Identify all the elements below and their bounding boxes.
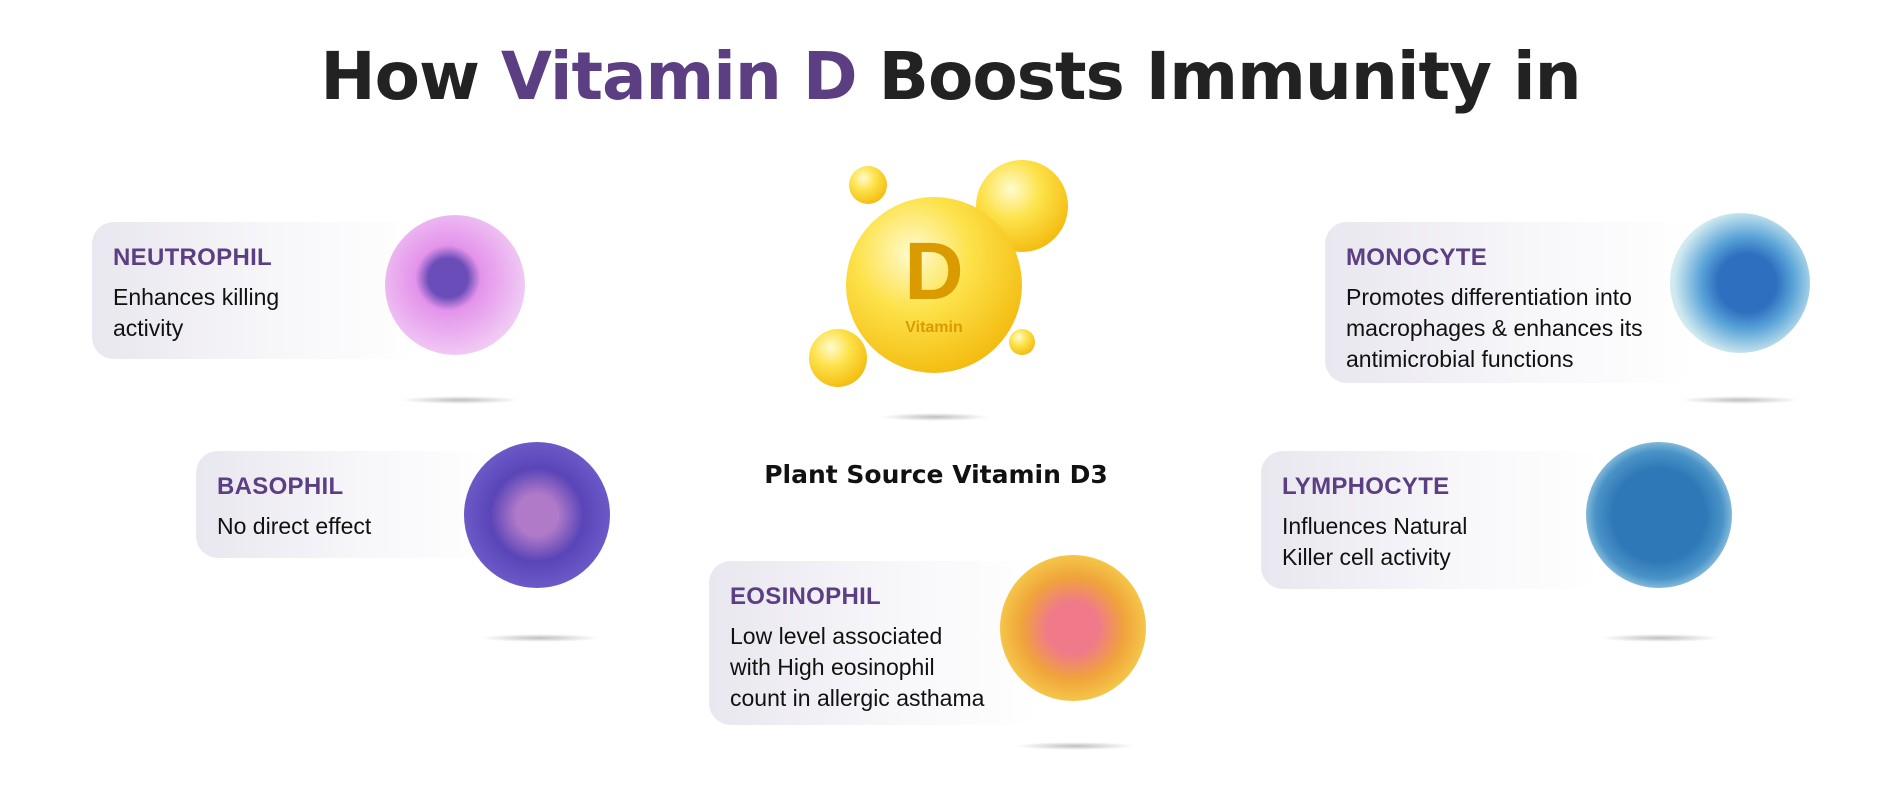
- ball-letter: D: [904, 226, 964, 317]
- ball-word: Vitamin: [905, 319, 963, 336]
- vitamin-d-ball-icon: D Vitamin: [846, 197, 1022, 373]
- cell-description: Influences Natural Killer cell activity: [1282, 513, 1468, 570]
- source-label: Plant Source Vitamin D3: [764, 460, 1108, 489]
- cell-label: NEUTROPHIL: [113, 244, 272, 271]
- neutrophil-cell-icon: [385, 215, 525, 355]
- lymphocyte-card: LYMPHOCYTE Influences Natural Killer cel…: [1261, 451, 1601, 589]
- title-highlight: Vitamin D: [500, 38, 858, 115]
- cell-shadow: [1015, 742, 1135, 750]
- small-ball-icon: [1009, 329, 1035, 355]
- cell-shadow: [1680, 396, 1800, 404]
- monocyte-cell-icon: [1670, 213, 1810, 353]
- cell-description: Promotes differentiation into macrophage…: [1346, 284, 1643, 372]
- cell-description: No direct effect: [217, 513, 372, 539]
- monocyte-card: MONOCYTE Promotes differentiation into m…: [1325, 222, 1695, 383]
- ball-shadow: [880, 413, 990, 421]
- small-ball-icon: [849, 166, 887, 204]
- title-suffix: Boosts Immunity in: [856, 38, 1582, 115]
- lymphocyte-cell-icon: [1586, 442, 1732, 588]
- neutrophil-card: NEUTROPHIL Enhances killing activity: [92, 222, 422, 359]
- basophil-cell-icon: [464, 442, 610, 588]
- cell-shadow: [400, 396, 520, 404]
- cell-shadow: [1600, 634, 1720, 642]
- cell-shadow: [480, 634, 600, 642]
- cell-description: Enhances killing activity: [113, 284, 280, 341]
- cell-label: MONOCYTE: [1346, 244, 1488, 271]
- cell-label: LYMPHOCYTE: [1282, 473, 1450, 500]
- eosinophil-card: EOSINOPHIL Low level associated with Hig…: [709, 561, 1039, 725]
- cell-label: BASOPHIL: [217, 473, 344, 500]
- eosinophil-cell-icon: [1000, 555, 1146, 701]
- cell-description: Low level associated with High eosinophi…: [730, 623, 985, 711]
- title-prefix: How: [320, 38, 501, 115]
- small-ball-icon: [809, 329, 867, 387]
- basophil-card: BASOPHIL No direct effect: [196, 451, 496, 558]
- cell-label: EOSINOPHIL: [730, 583, 882, 610]
- page-title: How Vitamin D Boosts Immunity in: [0, 38, 1901, 115]
